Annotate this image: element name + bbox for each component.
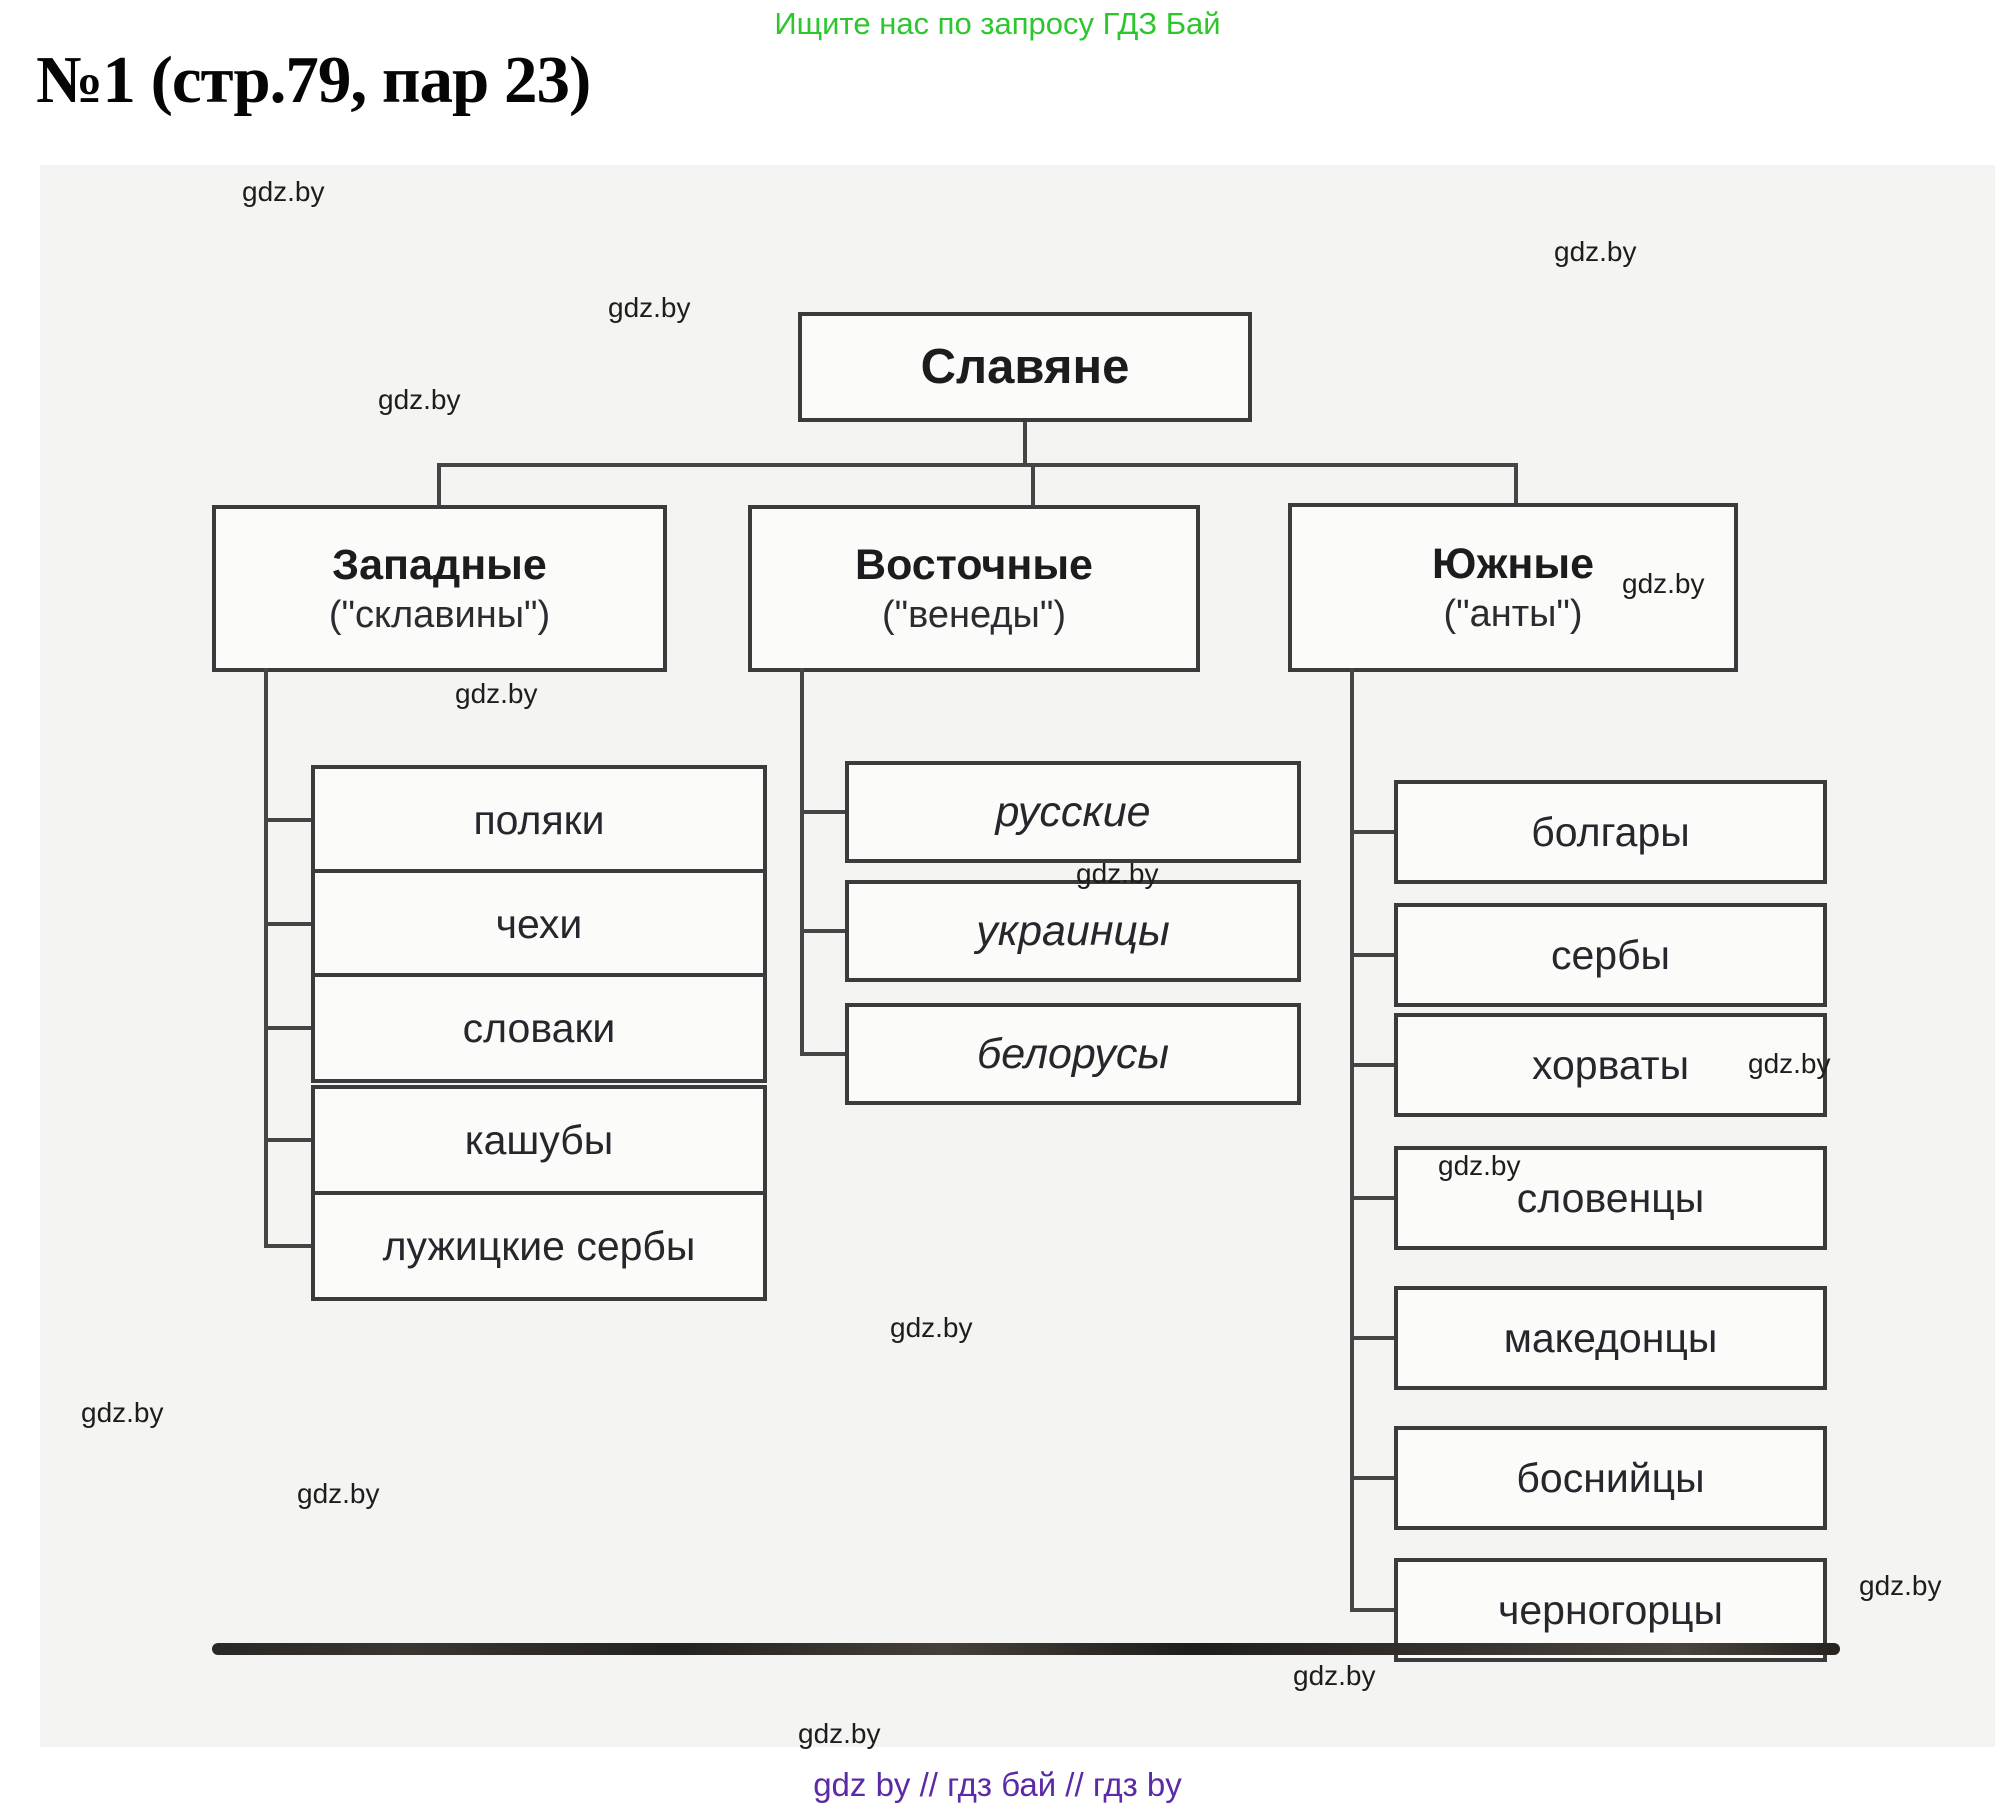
- branch-title: Восточные: [855, 540, 1093, 589]
- watermark: gdz.by: [798, 1718, 881, 1749]
- child-label: боснийцы: [1516, 1454, 1705, 1501]
- branch-box-southern: Южные ("анты"): [1288, 503, 1738, 672]
- child-stub-line: [1350, 953, 1394, 957]
- child-label: сербы: [1550, 931, 1671, 978]
- child-label: чехи: [495, 900, 583, 947]
- child-box: хорваты: [1394, 1013, 1827, 1117]
- child-stub-line: [800, 810, 845, 814]
- child-box: болгары: [1394, 780, 1827, 884]
- child-stub-line: [264, 1026, 311, 1030]
- child-box: чехи: [311, 869, 767, 979]
- child-box: поляки: [311, 765, 767, 875]
- child-label: хорваты: [1531, 1041, 1690, 1088]
- child-stub-line: [264, 922, 311, 926]
- branch-subtitle: ("венеды"): [882, 593, 1066, 636]
- child-stub-line: [264, 1138, 311, 1142]
- connector-root-vertical: [1023, 422, 1027, 465]
- child-box: кашубы: [311, 1085, 767, 1195]
- watermark: gdz.by: [378, 384, 461, 415]
- connector-branch-stub: [437, 465, 441, 506]
- child-stub-line: [800, 1052, 845, 1056]
- child-label: черногорцы: [1497, 1586, 1724, 1633]
- watermark: gdz.by: [81, 1397, 164, 1428]
- tree-root-box: Славяне: [798, 312, 1252, 422]
- child-box: украинцы: [845, 880, 1301, 982]
- child-box: белорусы: [845, 1003, 1301, 1105]
- branch-box-western: Западные ("склавины"): [212, 505, 667, 672]
- branch-title: Южные: [1432, 539, 1594, 588]
- child-label: украинцы: [976, 906, 1170, 955]
- child-box: лужицкие сербы: [311, 1191, 767, 1301]
- child-label: македонцы: [1503, 1314, 1718, 1361]
- column-trunk-line: [264, 668, 268, 1248]
- connector-main-horizontal: [437, 463, 1518, 467]
- child-label: поляки: [473, 796, 605, 843]
- watermark: gdz.by: [1438, 1150, 1521, 1181]
- watermark: gdz.by: [242, 176, 325, 207]
- child-stub-line: [264, 1244, 311, 1248]
- watermark: gdz.by: [1748, 1048, 1831, 1079]
- child-stub-line: [1350, 1336, 1394, 1340]
- child-stub-line: [1350, 1476, 1394, 1480]
- exercise-title: №1 (стр.79, пар 23): [36, 43, 591, 117]
- branch-subtitle: ("анты"): [1443, 592, 1583, 635]
- child-stub-line: [1350, 1196, 1394, 1200]
- child-label: белорусы: [977, 1029, 1169, 1078]
- child-box: македонцы: [1394, 1286, 1827, 1390]
- watermark: gdz.by: [608, 292, 691, 323]
- column-trunk-line: [1350, 668, 1354, 1612]
- child-box: боснийцы: [1394, 1426, 1827, 1530]
- watermark: gdz.by: [1293, 1660, 1376, 1691]
- child-label: лужицкие сербы: [382, 1222, 696, 1269]
- child-box: словаки: [311, 973, 767, 1083]
- footer-watermark: gdz by // гдз бай // гдз by: [813, 1766, 1182, 1803]
- tree-root-label: Славяне: [920, 340, 1130, 394]
- watermark: gdz.by: [890, 1312, 973, 1343]
- child-label: словаки: [462, 1004, 616, 1051]
- watermark: gdz.by: [455, 678, 538, 709]
- watermark: gdz.by: [1622, 568, 1705, 599]
- child-label: словенцы: [1516, 1174, 1705, 1221]
- watermark: gdz.by: [1859, 1570, 1942, 1601]
- child-label: кашубы: [464, 1116, 614, 1163]
- watermark: gdz.by: [297, 1478, 380, 1509]
- promo-banner: Ищите нас по запросу ГДЗ Бай: [774, 6, 1221, 41]
- connector-branch-stub: [1031, 465, 1035, 506]
- branch-subtitle: ("склавины"): [328, 593, 551, 636]
- child-box: сербы: [1394, 903, 1827, 1007]
- branch-box-eastern: Восточные ("венеды"): [748, 505, 1200, 672]
- child-stub-line: [800, 929, 845, 933]
- child-label: русские: [995, 787, 1151, 836]
- child-box: русские: [845, 761, 1301, 863]
- watermark: gdz.by: [1554, 236, 1637, 267]
- bottom-smudge-line: [212, 1643, 1840, 1655]
- watermark: gdz.by: [1076, 858, 1159, 889]
- connector-branch-stub: [1514, 465, 1518, 503]
- branch-title: Западные: [332, 540, 547, 589]
- child-stub-line: [264, 818, 311, 822]
- child-stub-line: [1350, 1608, 1394, 1612]
- child-stub-line: [1350, 830, 1394, 834]
- child-stub-line: [1350, 1063, 1394, 1067]
- child-label: болгары: [1531, 808, 1690, 855]
- column-trunk-line: [800, 668, 804, 1056]
- child-box: словенцы: [1394, 1146, 1827, 1250]
